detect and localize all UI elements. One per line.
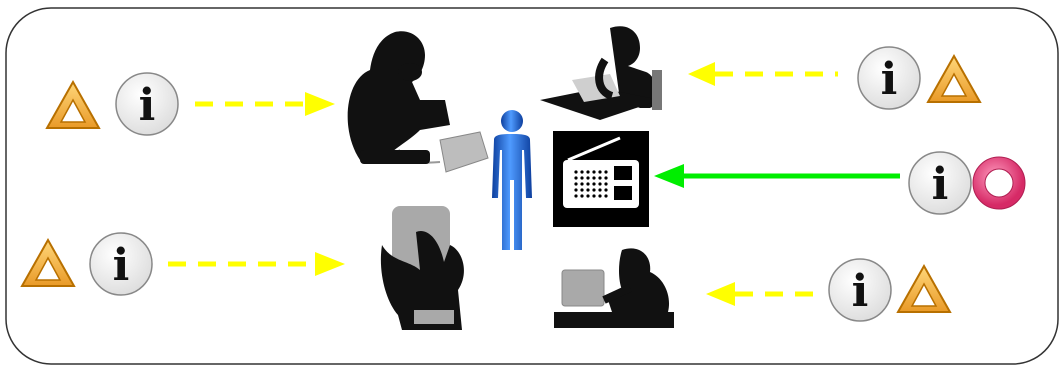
info-icon: i	[858, 47, 920, 109]
info-letter: i	[881, 54, 898, 105]
info-letter: i	[852, 266, 869, 317]
info-icon: i	[909, 152, 971, 214]
info-letter: i	[113, 240, 130, 291]
info-icon: i	[829, 259, 891, 321]
info-icon: i	[116, 73, 178, 135]
info-letter: i	[139, 80, 156, 131]
info-icon: i	[90, 233, 152, 295]
radio-icon	[553, 131, 649, 227]
info-letter: i	[932, 159, 949, 210]
